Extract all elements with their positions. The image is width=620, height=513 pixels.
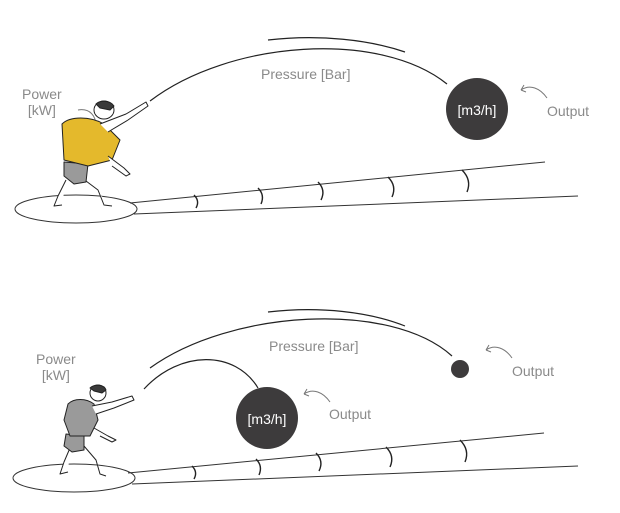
top-throwing-circle [14,194,138,224]
bottom-throwing-circle [12,463,136,493]
top-field-line-upper [129,161,546,204]
bottom-small-ball [451,360,469,378]
bottom-trajectory-long [149,318,453,369]
top-trajectory [149,48,448,102]
bottom-trajectory-long-accent [267,309,406,327]
bottom-field-line-lower [131,465,579,485]
bottom-pressure-label: Pressure [Bar] [269,338,359,354]
bottom-output-label-near: Output [329,406,372,422]
bottom-trajectory-short [143,359,259,390]
bottom-output-arrow-far [485,344,513,359]
bottom-field-line-upper [127,432,545,474]
top-ball [446,78,508,140]
top-pressure-label: Pressure [Bar] [261,66,351,82]
bottom-distance-marks [191,439,468,480]
top-scene [14,37,579,224]
top-output-label: Output [547,103,590,119]
bottom-power-label: Power [kW] [36,351,76,383]
bottom-scene [12,309,579,493]
top-trajectory-accent [267,37,406,53]
top-distance-marks [193,169,470,209]
bottom-output-arrow-near [303,388,331,403]
bottom-ball-label: [m3/h] [247,411,287,427]
top-output-arrow [520,84,548,99]
bottom-output-label-far: Output [512,363,555,379]
top-athlete [53,100,149,207]
top-power-label: Power [kW] [22,86,62,118]
top-field-line-lower [133,195,579,215]
top-ball-label: [m3/h] [457,102,497,118]
bottom-ball [236,387,298,449]
bottom-athlete [59,384,135,477]
